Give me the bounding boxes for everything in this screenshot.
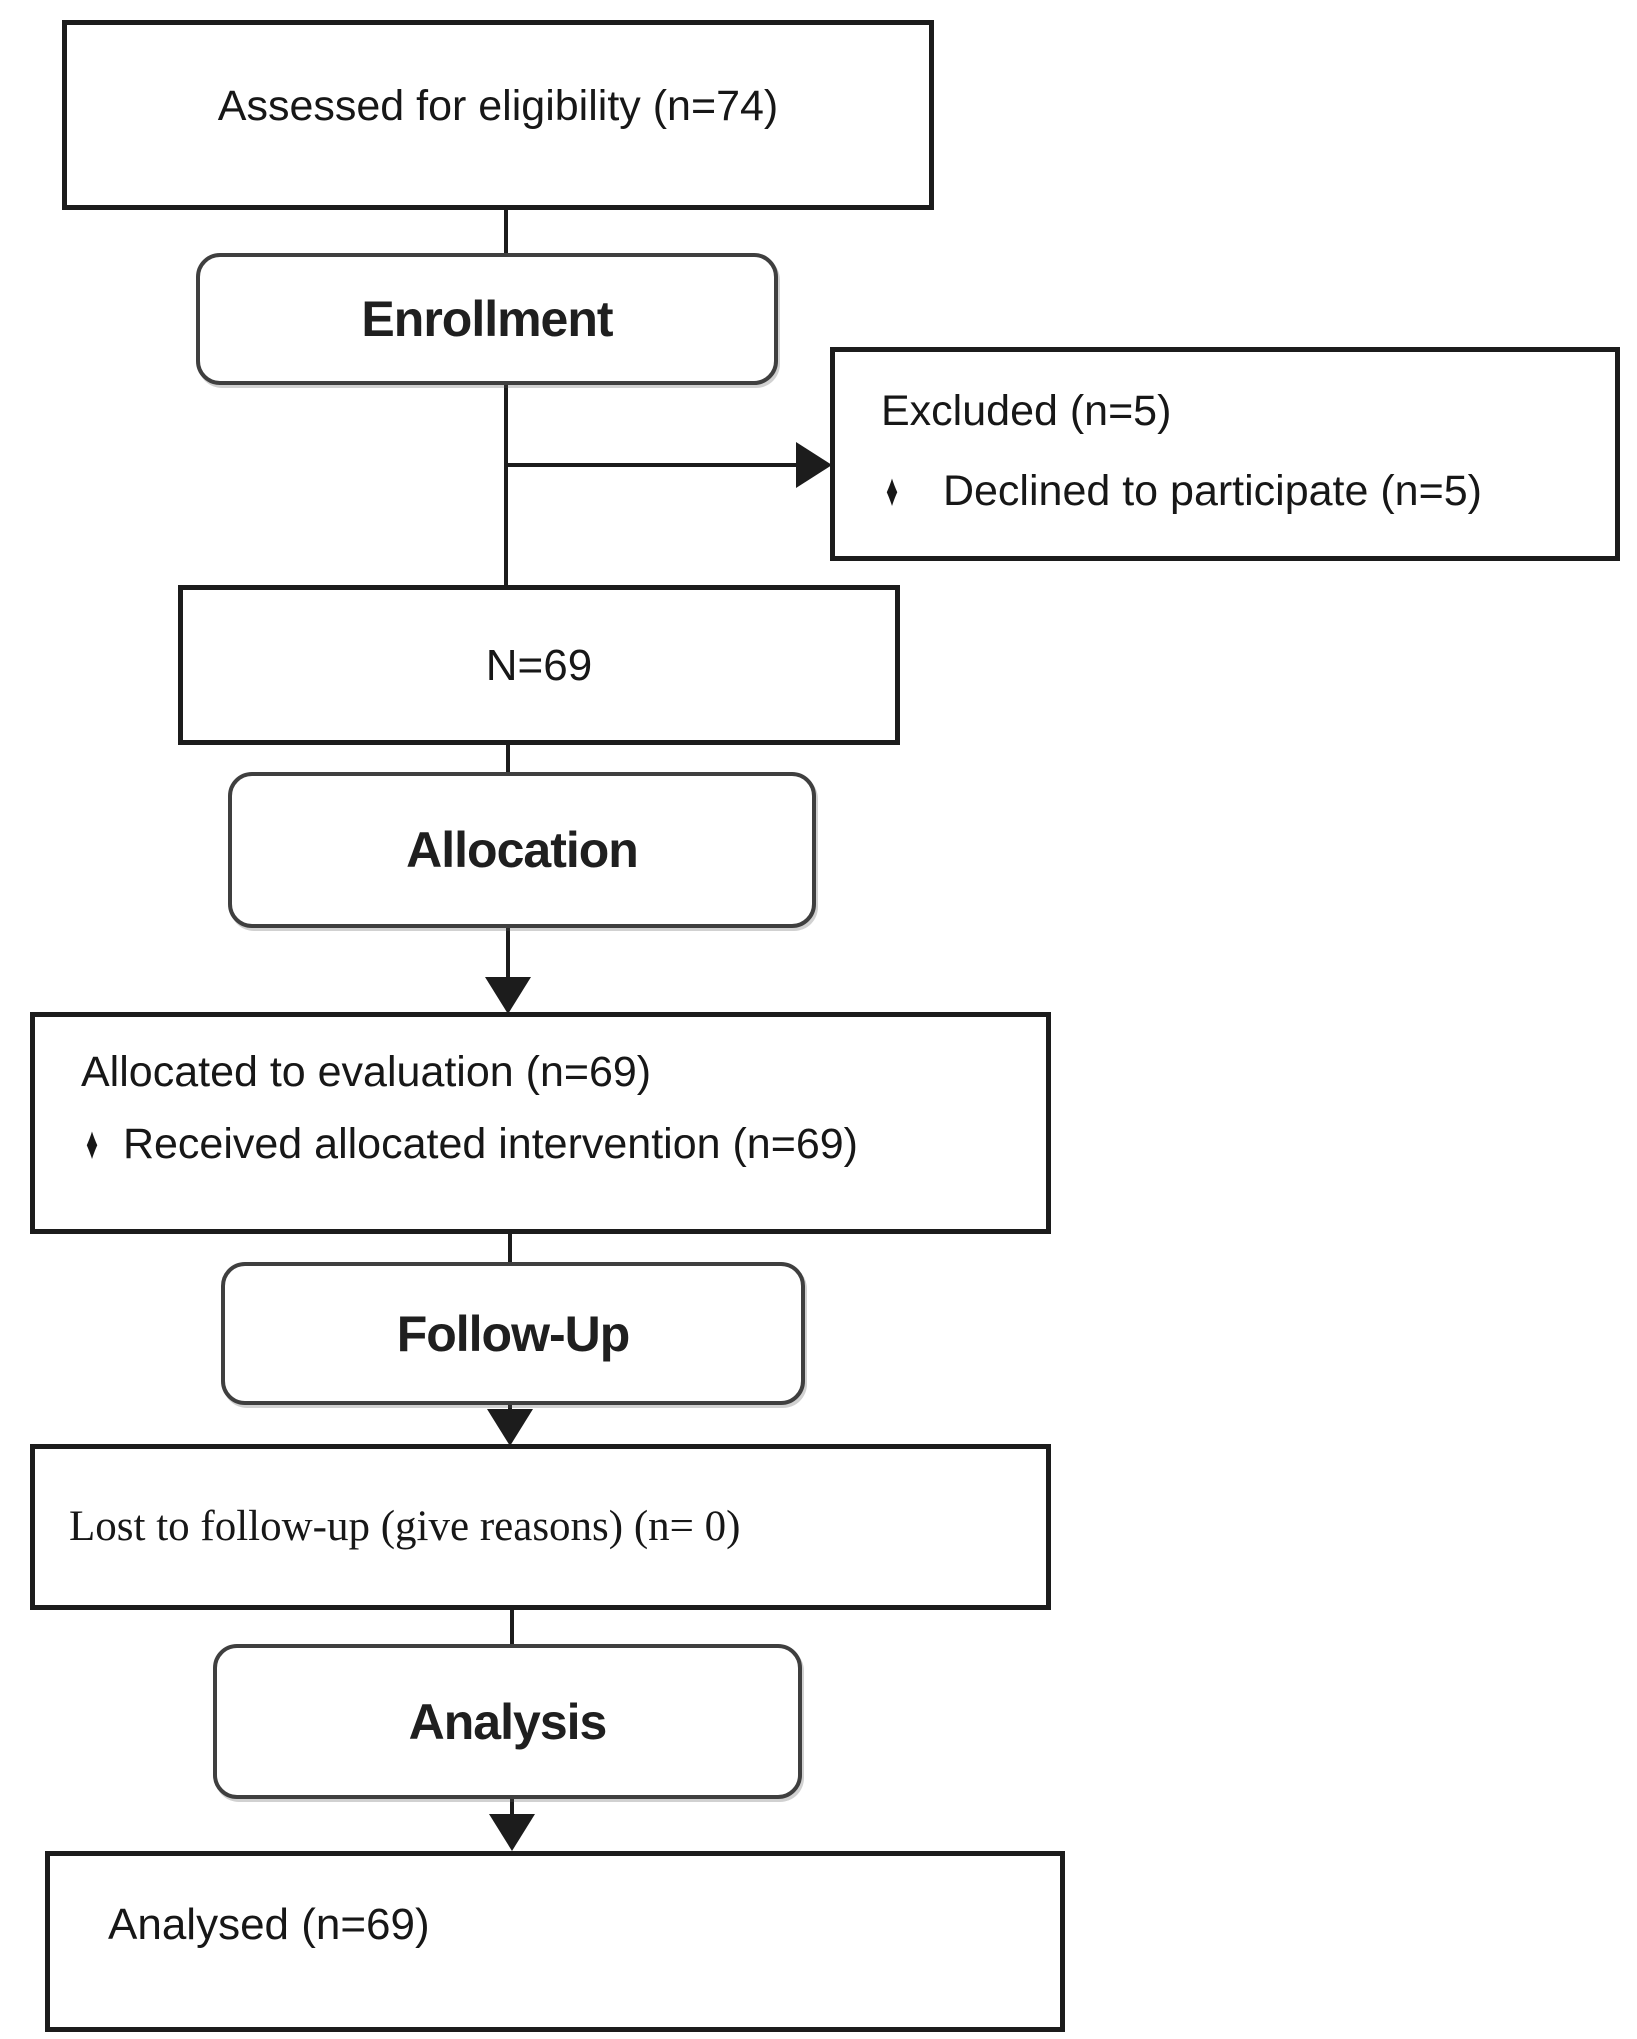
connector-allocated-to-followup — [508, 1232, 512, 1264]
box-allocated-to-evaluation: Allocated to evaluation (n=69) ♦ Received… — [30, 1012, 1051, 1234]
allocated-bullet-text: Received allocated intervention (n=69) — [122, 1120, 858, 1168]
analysed-text: Analysed (n=69) — [108, 1900, 430, 1949]
allocated-title: Allocated to evaluation (n=69) — [81, 1048, 652, 1096]
n69-text: N=69 — [485, 640, 593, 690]
excluded-bullet-line: ♦ Declined to participate (n=5) — [881, 451, 1615, 531]
arrowhead-to-lost — [487, 1409, 533, 1446]
stage-enrollment: Enrollment — [196, 253, 778, 385]
analysis-label: Analysis — [408, 1693, 608, 1750]
follow-up-label: Follow-Up — [396, 1305, 631, 1362]
connector-analysis-to-analysed — [510, 1797, 514, 1817]
box-analysed: Analysed (n=69) — [45, 1851, 1065, 2032]
assessed-text: Assessed for eligibility (n=74) — [217, 82, 779, 131]
connector-lost-to-analysis — [510, 1608, 514, 1646]
excluded-bullet-text: Declined to participate (n=5) — [942, 467, 1482, 515]
stage-allocation: Allocation — [228, 772, 816, 928]
allocation-label: Allocation — [406, 822, 639, 878]
diamond-bullet-icon: ♦ — [885, 465, 899, 517]
box-excluded: Excluded (n=5) ♦ Declined to participate … — [830, 347, 1620, 561]
stage-follow-up: Follow-Up — [221, 1262, 805, 1405]
box-lost-to-follow-up: Lost to follow-up (give reasons) (n= 0) — [30, 1444, 1051, 1610]
connector-enrollment-to-n69 — [504, 383, 508, 587]
lost-text: Lost to follow-up (give reasons) (n= 0) — [69, 1503, 741, 1551]
stage-analysis: Analysis — [213, 1644, 802, 1799]
box-assessed-for-eligibility: Assessed for eligibility (n=74) — [62, 20, 934, 210]
connector-n69-to-allocation — [506, 743, 510, 774]
connector-followup-to-lost — [508, 1403, 512, 1413]
box-n69: N=69 — [178, 585, 900, 745]
arrowhead-to-analysed — [489, 1814, 535, 1851]
connector-branch-to-excluded — [506, 463, 798, 467]
enrollment-label: Enrollment — [361, 291, 613, 347]
arrowhead-to-allocated — [485, 977, 531, 1014]
diamond-bullet-icon: ♦ — [85, 1118, 99, 1170]
connector-assessed-to-enrollment — [504, 208, 508, 255]
arrowhead-to-excluded — [796, 442, 832, 488]
excluded-title: Excluded (n=5) — [881, 387, 1172, 435]
allocated-bullet-line: ♦ Received allocated intervention (n=69) — [81, 1108, 1046, 1180]
connector-allocation-to-allocated — [506, 926, 510, 980]
